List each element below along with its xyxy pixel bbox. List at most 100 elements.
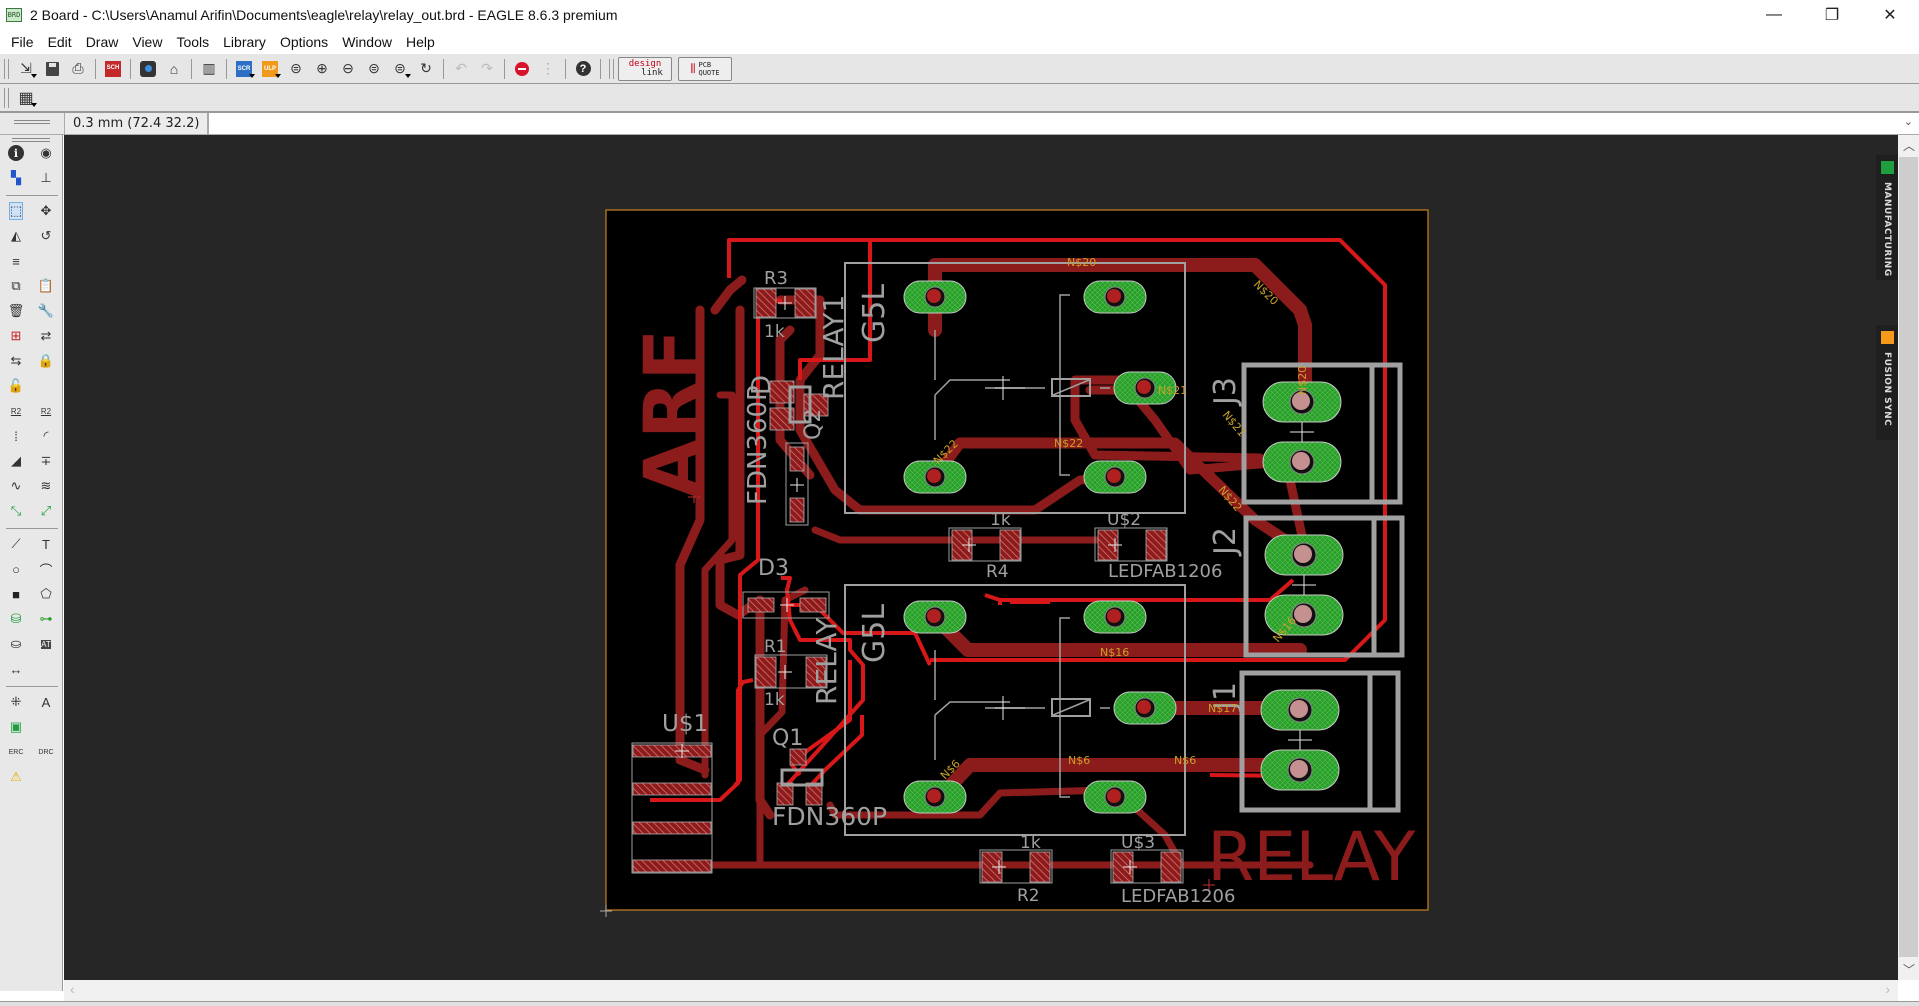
move-tool[interactable]: ✥ bbox=[36, 201, 56, 221]
info-tool[interactable]: ℹ bbox=[6, 143, 26, 163]
replace-tool[interactable]: ⇄ bbox=[36, 326, 56, 346]
erc-tool[interactable]: ERC bbox=[6, 742, 26, 762]
scroll-right-icon[interactable]: › bbox=[1885, 981, 1890, 997]
cam-button[interactable] bbox=[135, 57, 161, 81]
redo-button[interactable]: ↷ bbox=[474, 57, 500, 81]
close-button[interactable]: ✕ bbox=[1883, 7, 1897, 24]
pcb-quote-button[interactable]: ⫼ PCB QUOTE bbox=[678, 56, 732, 81]
menu-draw[interactable]: Draw bbox=[85, 34, 119, 50]
dimension-icon: ↔ bbox=[9, 661, 23, 677]
show-icon: ◉ bbox=[40, 145, 52, 160]
menu-view[interactable]: View bbox=[132, 34, 163, 50]
errors-tool[interactable]: ⚠ bbox=[6, 767, 26, 787]
swap-tool[interactable]: ⇆ bbox=[6, 351, 26, 371]
drc-tool[interactable]: DRC bbox=[36, 742, 56, 762]
help-button[interactable]: ? bbox=[570, 57, 596, 81]
route-tool[interactable]: ∿ bbox=[6, 476, 26, 496]
zoom-in-button[interactable]: ⊕ bbox=[309, 57, 335, 81]
menu-edit[interactable]: Edit bbox=[47, 34, 72, 50]
diff-pair-tool[interactable]: ≋ bbox=[36, 476, 56, 496]
toolbar-grip-2[interactable] bbox=[4, 87, 9, 108]
designlink-line2: link bbox=[641, 67, 663, 78]
pad-center bbox=[927, 469, 941, 483]
mark-tool[interactable]: ⊥ bbox=[36, 168, 56, 188]
group-select-tool[interactable]: ⬚ bbox=[6, 201, 26, 221]
library-button[interactable]: ▥ bbox=[196, 57, 222, 81]
show-tool[interactable]: ◉ bbox=[36, 143, 56, 163]
display-layers-tool[interactable]: ▚ bbox=[6, 168, 26, 188]
menu-file[interactable]: File bbox=[11, 34, 34, 50]
hole-tool[interactable]: ⛀ bbox=[6, 634, 26, 654]
menu-tools[interactable]: Tools bbox=[176, 34, 210, 50]
mirror-tool[interactable]: ◭ bbox=[6, 226, 26, 246]
menu-options[interactable]: Options bbox=[279, 34, 329, 50]
change-tool[interactable]: 🔧 bbox=[36, 301, 56, 321]
save-button[interactable] bbox=[39, 57, 65, 81]
text-tool[interactable]: T bbox=[36, 534, 56, 554]
vertical-scroll-thumb[interactable] bbox=[1899, 157, 1918, 957]
scroll-down-icon[interactable]: ﹀ bbox=[1903, 963, 1916, 977]
manufacturing-panel-tab[interactable]: MANUFACTURING bbox=[1876, 155, 1898, 280]
align-tool[interactable]: ≡ bbox=[6, 251, 26, 271]
scroll-up-icon[interactable]: ︿ bbox=[1903, 139, 1916, 153]
fusion-sync-panel-tab[interactable]: FUSION SYNC bbox=[1876, 325, 1898, 440]
smash-tool[interactable]: 🔓 bbox=[6, 376, 26, 396]
arc-tool[interactable]: ⌒ bbox=[36, 559, 56, 579]
ripup-tool[interactable]: ⤢ bbox=[36, 501, 56, 521]
open-button[interactable]: ⇲ bbox=[13, 57, 39, 81]
go-button[interactable]: ⋮ bbox=[535, 57, 561, 81]
name-tool[interactable]: R2 bbox=[6, 401, 26, 421]
zoom-out-button[interactable]: ⊖ bbox=[335, 57, 361, 81]
toolbar-grip[interactable] bbox=[4, 58, 9, 79]
optimize-tool[interactable]: ◢ bbox=[6, 451, 26, 471]
grid-button[interactable]: ▦ bbox=[13, 86, 39, 110]
circle-tool[interactable]: ○ bbox=[6, 559, 26, 579]
zoom-last-button[interactable]: ⊜ bbox=[387, 57, 413, 81]
board-icon: ▣ bbox=[9, 719, 23, 734]
sch-brd-switch-button[interactable]: SCH bbox=[100, 57, 126, 81]
ulp-button[interactable]: ULP bbox=[257, 57, 283, 81]
zoom-fit-button[interactable]: ⊜ bbox=[283, 57, 309, 81]
add-tool[interactable]: ⊞ bbox=[6, 326, 26, 346]
sidebar-separator bbox=[6, 686, 58, 687]
split-tool[interactable]: ⁞ bbox=[6, 426, 26, 446]
via-tool[interactable]: ⛁ bbox=[6, 609, 26, 629]
polygon-tool[interactable]: ⬠ bbox=[36, 584, 56, 604]
vertical-scrollbar[interactable]: ︿ ﹀ bbox=[1898, 135, 1919, 980]
paste-tool[interactable]: 📋 bbox=[36, 276, 56, 296]
menu-library[interactable]: Library bbox=[223, 34, 266, 50]
designlink-button[interactable]: design link bbox=[618, 56, 672, 81]
dimension-tool[interactable]: ↔ bbox=[6, 659, 26, 679]
stop-button[interactable] bbox=[509, 57, 535, 81]
command-history-chevron-icon[interactable]: ⌄ bbox=[1903, 116, 1913, 128]
wire-tool[interactable]: ⟋ bbox=[6, 534, 26, 554]
auto-tool[interactable]: A bbox=[36, 692, 56, 712]
rectangle-tool[interactable]: ■ bbox=[6, 584, 26, 604]
board-tool[interactable]: ▣ bbox=[6, 717, 26, 737]
attribute-tool[interactable]: AT bbox=[36, 634, 56, 654]
redraw-button[interactable]: ↻ bbox=[413, 57, 439, 81]
lock-tool[interactable]: 🔒 bbox=[36, 351, 56, 371]
menu-help[interactable]: Help bbox=[405, 34, 435, 50]
manufacturing-button[interactable]: ⌂ bbox=[161, 57, 187, 81]
signal-tool[interactable]: ⊶ bbox=[36, 609, 56, 629]
board-canvas[interactable]: R3 1k RELAY1 Q2 FDN360P D G5L G5L J3 J2 … bbox=[64, 135, 1890, 980]
value-tool[interactable]: R2 bbox=[36, 401, 56, 421]
rotate-tool[interactable]: ↺ bbox=[36, 226, 56, 246]
ratsnest-tool[interactable]: ⁜ bbox=[6, 692, 26, 712]
restore-button[interactable]: ❐ bbox=[1824, 7, 1840, 24]
meander-tool[interactable]: ∓ bbox=[36, 451, 56, 471]
minimize-button[interactable]: — bbox=[1766, 6, 1782, 23]
menu-window[interactable]: Window bbox=[342, 34, 392, 50]
delete-tool[interactable]: 🗑 bbox=[6, 301, 26, 321]
scroll-left-icon[interactable]: ‹ bbox=[70, 981, 75, 997]
script-button[interactable]: SCR bbox=[231, 57, 257, 81]
miter-tool[interactable]: ◜ bbox=[36, 426, 56, 446]
autorouter-tool[interactable]: ⤡ bbox=[6, 501, 26, 521]
zoom-select-button[interactable]: ⊜ bbox=[361, 57, 387, 81]
undo-button[interactable]: ↶ bbox=[448, 57, 474, 81]
horizontal-scrollbar[interactable]: ‹ › bbox=[64, 980, 1898, 1001]
copy-tool[interactable]: ⧉ bbox=[6, 276, 26, 296]
print-button[interactable]: ⎙ bbox=[65, 57, 91, 81]
command-input[interactable] bbox=[209, 113, 1919, 134]
